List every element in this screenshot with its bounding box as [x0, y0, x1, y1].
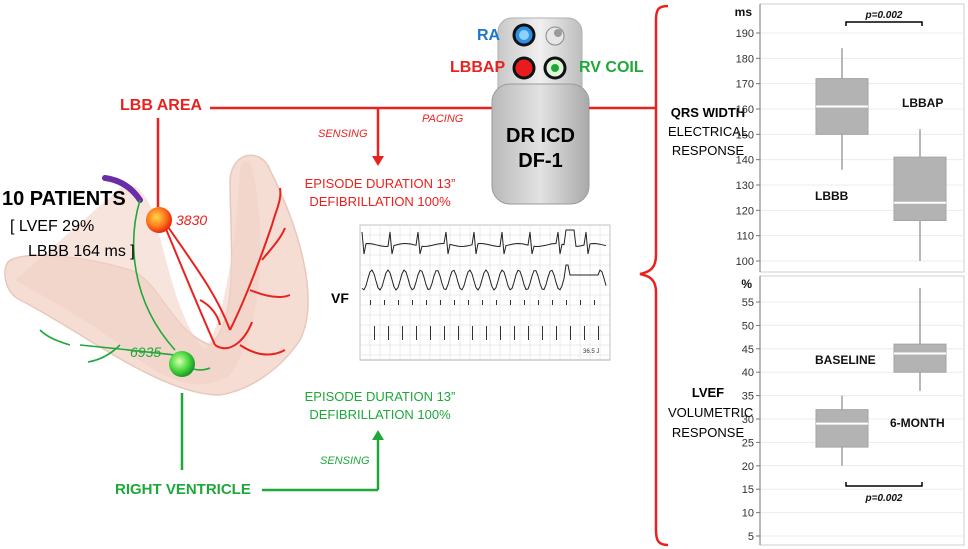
sensing-bottom-label: SENSING [320, 455, 370, 467]
egm-marker-tick [528, 326, 529, 340]
egm-marker-tick [486, 326, 487, 340]
egm-marker-tick [514, 326, 515, 340]
egm-marker-tick [444, 326, 445, 340]
egm-marker-tick [524, 300, 525, 305]
egm-strip [359, 224, 611, 361]
lbb-area-label: LBB AREA [120, 97, 203, 114]
lvef-sub1: VOLUMETRIC [668, 405, 754, 420]
lbb-lead-model: 3830 [176, 212, 208, 228]
device-can [491, 83, 590, 205]
vf-label: VF [331, 290, 349, 306]
cohort-lbbb: LBBB 164 ms ] [28, 243, 135, 260]
egm-marker-tick [598, 326, 599, 340]
lbbap-label: LBBAP [450, 59, 506, 76]
egm-marker-tick [510, 300, 511, 305]
egm-marker-tick [496, 300, 497, 305]
qrs-sub2: RESPONSE [671, 143, 745, 158]
egm-marker-tick [388, 326, 389, 340]
egm-marker-tick [458, 326, 459, 340]
egm-marker-tick [402, 326, 403, 340]
ra-label: RA [477, 27, 501, 44]
egm-marker-tick [570, 326, 571, 340]
sensing-top-label: SENSING [318, 128, 368, 140]
egm-marker-tick [412, 300, 413, 305]
sensing-arrow-bottom [372, 430, 384, 440]
lbbap-port [512, 56, 536, 80]
egm-marker-tick [430, 326, 431, 340]
egm-marker-tick [584, 326, 585, 340]
lvef-sub2: RESPONSE [671, 425, 745, 440]
right-ventricle-label: RIGHT VENTRICLE [115, 481, 251, 498]
egm-marker-tick [416, 326, 417, 340]
top-duration: EPISODE DURATION 13” [304, 176, 456, 191]
top-defib: DEFIBRILLATION 100% [309, 194, 451, 209]
pacing-label: PACING [422, 113, 464, 125]
qrs-sub1: ELECTRICAL [668, 124, 749, 139]
green-wiring [180, 393, 380, 492]
egm-marker-tick [440, 300, 441, 305]
sensing-arrow-top [372, 156, 384, 166]
egm-marker-tick [580, 300, 581, 305]
egm-marker-tick [398, 300, 399, 305]
egm-marker-tick [556, 326, 557, 340]
bottom-defib: DEFIBRILLATION 100% [309, 407, 451, 422]
egm-marker-tick [500, 326, 501, 340]
egm-marker-tick [542, 326, 543, 340]
egm-marker-tick [472, 326, 473, 340]
egm-marker-tick [370, 300, 371, 305]
egm-marker-tick [538, 300, 539, 305]
response-bracket [639, 4, 669, 547]
bottom-duration: EPISODE DURATION 13” [304, 389, 456, 404]
lead-tip [102, 175, 143, 203]
egm-marker-tick [426, 300, 427, 305]
rv-lead-model: 6935 [130, 344, 162, 360]
egm-marker-tick [552, 300, 553, 305]
rv-lead-dot [169, 351, 195, 377]
device-model: DF-1 [518, 150, 563, 172]
device-name: DR ICD [506, 125, 575, 147]
qrs-title: QRS WIDTH [670, 105, 746, 120]
rv-branches [39, 199, 211, 371]
lvef-title: LVEF [691, 385, 725, 400]
egm-energy: 36.5 J [583, 349, 600, 355]
egm-marker-tick [384, 300, 385, 305]
egm-marker-tick [468, 300, 469, 305]
egm-marker-tick [454, 300, 455, 305]
egm-marker-tick [374, 326, 375, 340]
rv-coil-label: RV COIL [579, 59, 644, 76]
egm-marker-tick [594, 300, 595, 305]
blank-port [545, 26, 565, 46]
cohort-lvef: [ LVEF 29% [10, 218, 95, 235]
cohort-title: 10 PATIENTS [2, 188, 126, 210]
egm-marker-tick [482, 300, 483, 305]
red-wiring [156, 106, 495, 207]
egm-marker-tick [566, 300, 567, 305]
lbb-lead-dot [146, 207, 172, 233]
